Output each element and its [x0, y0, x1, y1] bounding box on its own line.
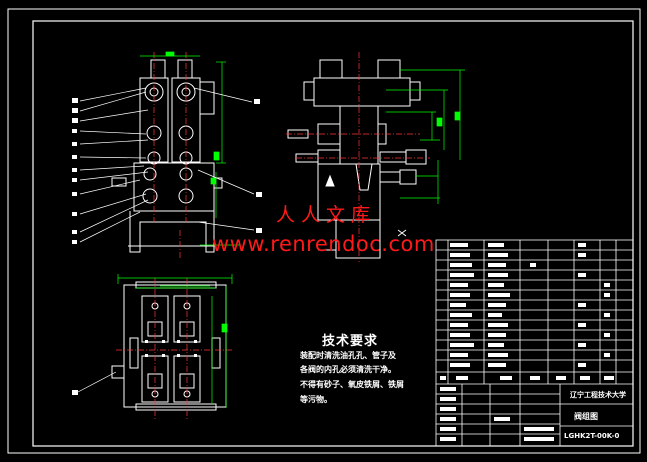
top-view — [111, 281, 227, 411]
tech-requirement-line: 各阀的内孔必须清洗干净。 — [300, 365, 396, 374]
front-view — [111, 59, 223, 253]
tech-requirement-line: 不得有砂子、氧皮铁屑、铁屑 — [300, 380, 404, 389]
title-block-school: 辽宁工程技术大学 — [570, 391, 626, 399]
top-view-frame — [123, 284, 227, 408]
top-leader — [77, 371, 117, 393]
front-top-cap-left — [150, 59, 166, 79]
front-callout-markers — [72, 98, 262, 244]
front-dimensions — [140, 51, 240, 246]
watermark-chinese: 人人文库 — [276, 204, 377, 226]
top-dimensions — [117, 274, 233, 408]
title-block — [435, 239, 634, 447]
front-channel-bracket — [129, 211, 215, 253]
top-center-lines — [116, 278, 232, 420]
title-block-drawing-name: 阀组图 — [574, 412, 598, 421]
bom-rows — [440, 243, 614, 441]
title-block-drawing-number: LGHK2T-00K-0 — [564, 432, 620, 440]
tech-requirements-title: 技术要求 — [322, 334, 379, 349]
front-center-lines — [153, 52, 187, 258]
watermark-url: www.renrendoc.com — [212, 232, 435, 256]
tech-requirement-line: 装配时清洗油孔孔、管子及 — [300, 351, 396, 360]
side-solenoid-body — [313, 77, 411, 107]
tech-requirement-line: 等污物。 — [300, 395, 332, 404]
inner-border — [32, 20, 634, 447]
side-dimensions — [386, 69, 465, 204]
side-center-lines — [286, 52, 430, 262]
top-view-ports — [145, 340, 197, 357]
top-callout-marker — [72, 390, 78, 395]
outer-border — [7, 8, 641, 454]
front-leaders — [79, 87, 255, 243]
front-top-cap-right — [177, 59, 193, 79]
